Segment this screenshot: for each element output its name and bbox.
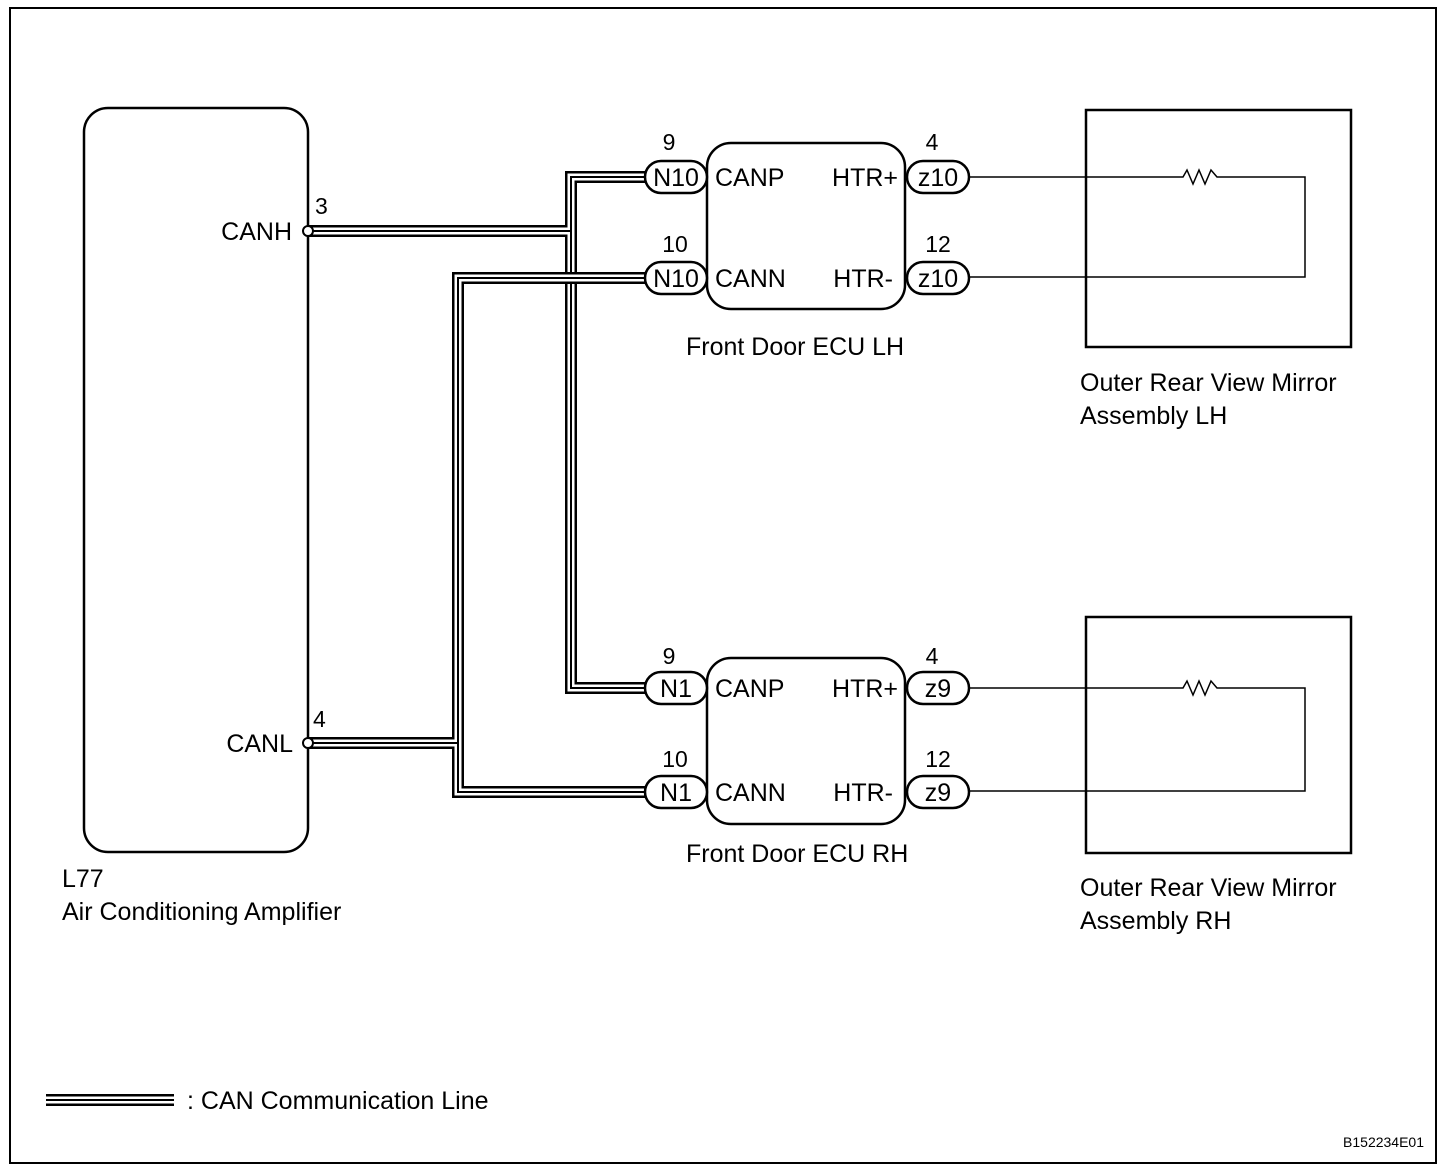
ecu-rh-connector-canp xyxy=(643,670,709,706)
mirror-rh-body xyxy=(1084,615,1353,855)
ecu-lh-connector-canp-code: N10 xyxy=(653,164,699,192)
figure-code: B152234E01 xyxy=(1343,1134,1424,1150)
ecu-rh-htr-plus-label: HTR+ xyxy=(832,675,898,703)
ecu-lh-cann-label: CANN xyxy=(715,265,786,293)
front-door-ecu-lh: N10 N10 9 10 z10 z10 4 12 CANP CANN HTR+… xyxy=(643,129,971,361)
ecu-lh-connector-htr-minus xyxy=(905,260,971,296)
canh-label: CANH xyxy=(221,218,292,246)
mirror-rh-name-line1: Outer Rear View Mirror xyxy=(1080,874,1337,902)
ecu-lh-connector-htr-plus-code: z10 xyxy=(918,164,958,192)
ecu-lh-connector-canp xyxy=(643,159,709,195)
ecu-rh-connector-htr-minus-code: z9 xyxy=(925,779,951,807)
amplifier-name: Air Conditioning Amplifier xyxy=(62,898,341,926)
ecu-rh-htr-minus-pin: 12 xyxy=(925,746,951,772)
ecu-lh-connector-htr-minus-code: z10 xyxy=(918,265,958,293)
ecu-rh-htr-minus-label: HTR- xyxy=(833,779,893,807)
can-lines xyxy=(308,171,645,798)
ecu-lh-htr-minus-pin: 12 xyxy=(925,231,951,257)
ecu-rh-connector-htr-plus-code: z9 xyxy=(925,675,951,703)
ecu-lh-name: Front Door ECU LH xyxy=(686,333,904,361)
ecu-lh-canp-label: CANP xyxy=(715,164,784,192)
outer-rear-view-mirror-lh: Outer Rear View Mirror Assembly LH xyxy=(969,108,1353,430)
amplifier-code: L77 xyxy=(62,865,104,893)
ecu-lh-htr-plus-label: HTR+ xyxy=(832,164,898,192)
mirror-rh-heater-circuit xyxy=(969,679,1306,792)
legend: : CAN Communication Line xyxy=(46,1087,489,1115)
ecu-lh-connector-cann xyxy=(643,260,709,296)
ecu-rh-connector-cann xyxy=(643,774,709,810)
diagram-frame xyxy=(9,7,1437,1164)
ecu-lh-canp-pin: 9 xyxy=(663,129,676,155)
canl-cann-bus xyxy=(308,272,645,798)
canl-label: CANL xyxy=(226,730,293,758)
ecu-rh-connector-canp-code: N1 xyxy=(660,675,692,703)
ecu-rh-connector-htr-minus xyxy=(905,774,971,810)
canh-pin: 3 xyxy=(315,193,328,219)
ecu-rh-body xyxy=(705,656,907,826)
canl-pin: 4 xyxy=(313,706,326,732)
ecu-rh-canp-pin: 9 xyxy=(663,643,676,669)
mirror-lh-body xyxy=(1084,108,1353,349)
canh-canp-bus xyxy=(308,171,645,694)
ecu-rh-htr-plus-pin: 4 xyxy=(926,643,939,669)
ecu-rh-connector-cann-code: N1 xyxy=(660,779,692,807)
mirror-lh-name-line1: Outer Rear View Mirror xyxy=(1080,369,1337,397)
canh-terminal xyxy=(302,225,314,237)
front-door-ecu-rh: N1 N1 9 10 z9 z9 4 12 CANP CANN HTR+ HTR… xyxy=(643,643,971,868)
ecu-rh-cann-label: CANN xyxy=(715,779,786,807)
ecu-rh-name: Front Door ECU RH xyxy=(686,840,908,868)
ecu-lh-htr-minus-label: HTR- xyxy=(833,265,893,293)
ecu-lh-body xyxy=(705,141,907,311)
ecu-lh-htr-plus-pin: 4 xyxy=(926,129,939,155)
amplifier-body xyxy=(82,106,310,854)
outer-rear-view-mirror-rh: Outer Rear View Mirror Assembly RH xyxy=(969,615,1353,935)
canl-terminal xyxy=(302,737,314,749)
ecu-rh-cann-pin: 10 xyxy=(662,746,688,772)
legend-text: : CAN Communication Line xyxy=(187,1087,489,1115)
ecu-lh-cann-pin: 10 xyxy=(662,231,688,257)
mirror-lh-name-line2: Assembly LH xyxy=(1080,402,1227,430)
mirror-rh-name-line2: Assembly RH xyxy=(1080,907,1231,935)
air-conditioning-amplifier: CANH 3 CANL 4 L77 Air Conditioning Ampli… xyxy=(62,106,341,926)
ecu-lh-connector-cann-code: N10 xyxy=(653,265,699,293)
ecu-rh-canp-label: CANP xyxy=(715,675,784,703)
mirror-lh-heater-circuit xyxy=(969,168,1306,278)
